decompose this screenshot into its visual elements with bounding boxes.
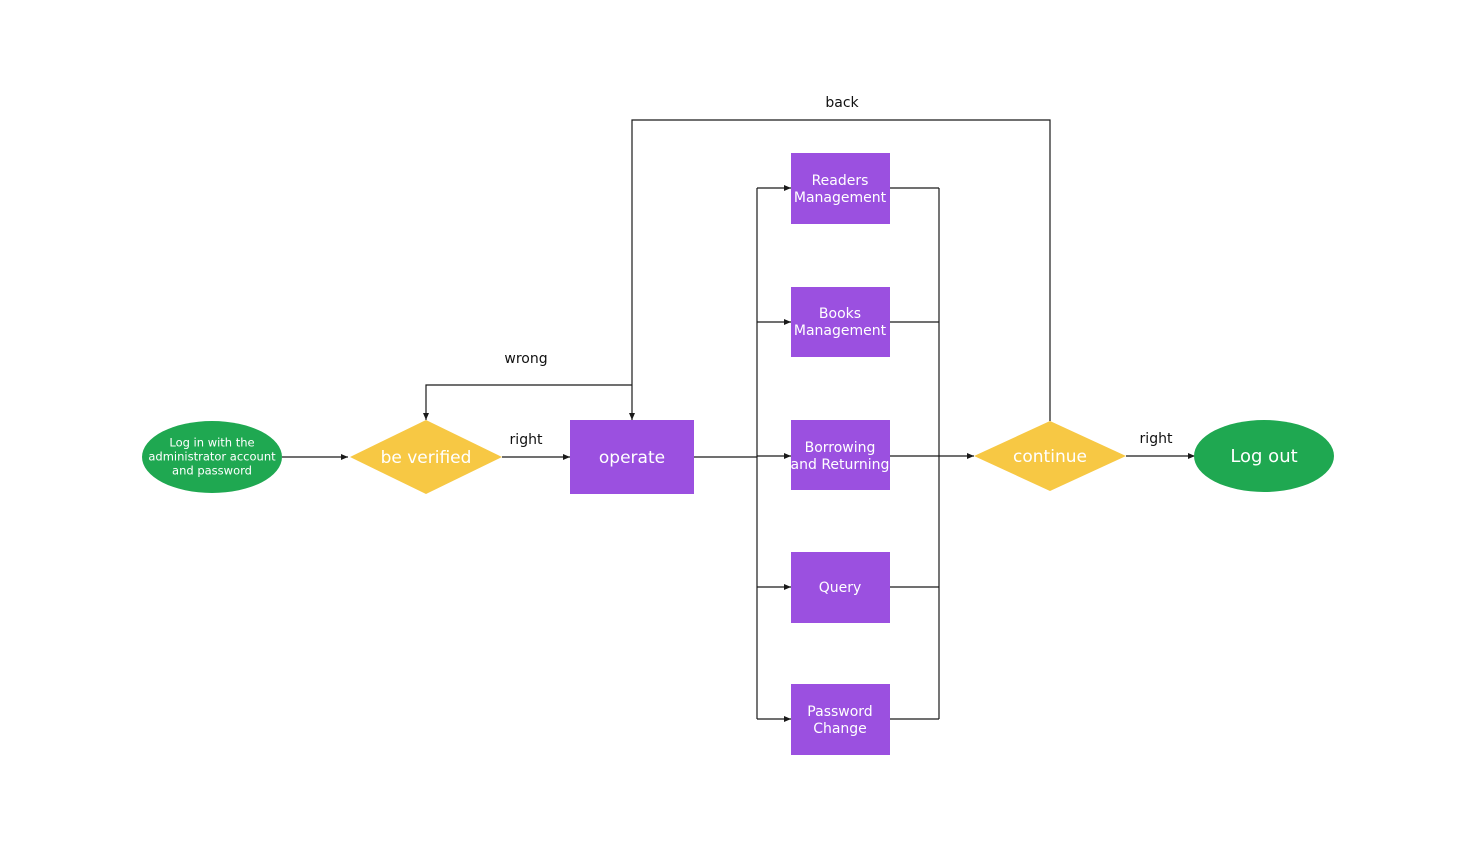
node-operate[interactable]: operate	[570, 420, 694, 494]
node-query[interactable]: Query	[791, 552, 890, 623]
password-label-line2: Change	[813, 721, 867, 737]
operate-label: operate	[599, 448, 665, 468]
login-text-line2: administrator account	[148, 450, 276, 464]
query-label: Query	[819, 580, 862, 596]
borrowing-label-line2: and Returning	[791, 457, 890, 473]
login-ellipse	[142, 421, 282, 493]
verify-label: be verified	[381, 448, 472, 468]
query-box	[791, 552, 890, 623]
login-text-line3: and password	[172, 464, 252, 478]
continue-diamond	[974, 421, 1126, 491]
node-login[interactable]: Log in with the administrator account an…	[142, 421, 282, 493]
edge-label-wrong: wrong	[504, 351, 547, 367]
edge-label-right-continue: right	[1140, 431, 1173, 447]
logout-label: Log out	[1230, 446, 1297, 467]
logout-ellipse	[1194, 420, 1334, 492]
verify-diamond	[350, 420, 502, 494]
node-readers-management[interactable]: Readers Management	[791, 153, 890, 224]
readers-box	[791, 153, 890, 224]
node-logout[interactable]: Log out	[1194, 420, 1334, 492]
node-borrowing-returning[interactable]: Borrowing and Returning	[791, 420, 890, 490]
edge-wrong-loop	[423, 384, 632, 420]
operate-box	[570, 420, 694, 494]
readers-label-line2: Management	[794, 190, 887, 206]
borrowing-box	[791, 420, 890, 490]
edge-label-back: back	[825, 95, 859, 111]
readers-label-line1: Readers	[812, 173, 869, 189]
continue-label: continue	[1013, 447, 1087, 467]
books-box	[791, 287, 890, 357]
borrowing-label-line1: Borrowing	[805, 440, 876, 456]
connectors	[282, 119, 1195, 722]
books-label-line2: Management	[794, 323, 887, 339]
node-books-management[interactable]: Books Management	[791, 287, 890, 357]
books-label-line1: Books	[819, 306, 861, 322]
password-box	[791, 684, 890, 755]
edge-back-loop	[629, 119, 1051, 421]
node-continue[interactable]: continue	[974, 421, 1126, 491]
login-text-line1: Log in with the	[169, 436, 254, 450]
password-label-line1: Password	[807, 704, 872, 720]
node-password-change[interactable]: Password Change	[791, 684, 890, 755]
edge-label-right-verify: right	[510, 432, 543, 448]
node-verify[interactable]: be verified	[350, 420, 502, 494]
